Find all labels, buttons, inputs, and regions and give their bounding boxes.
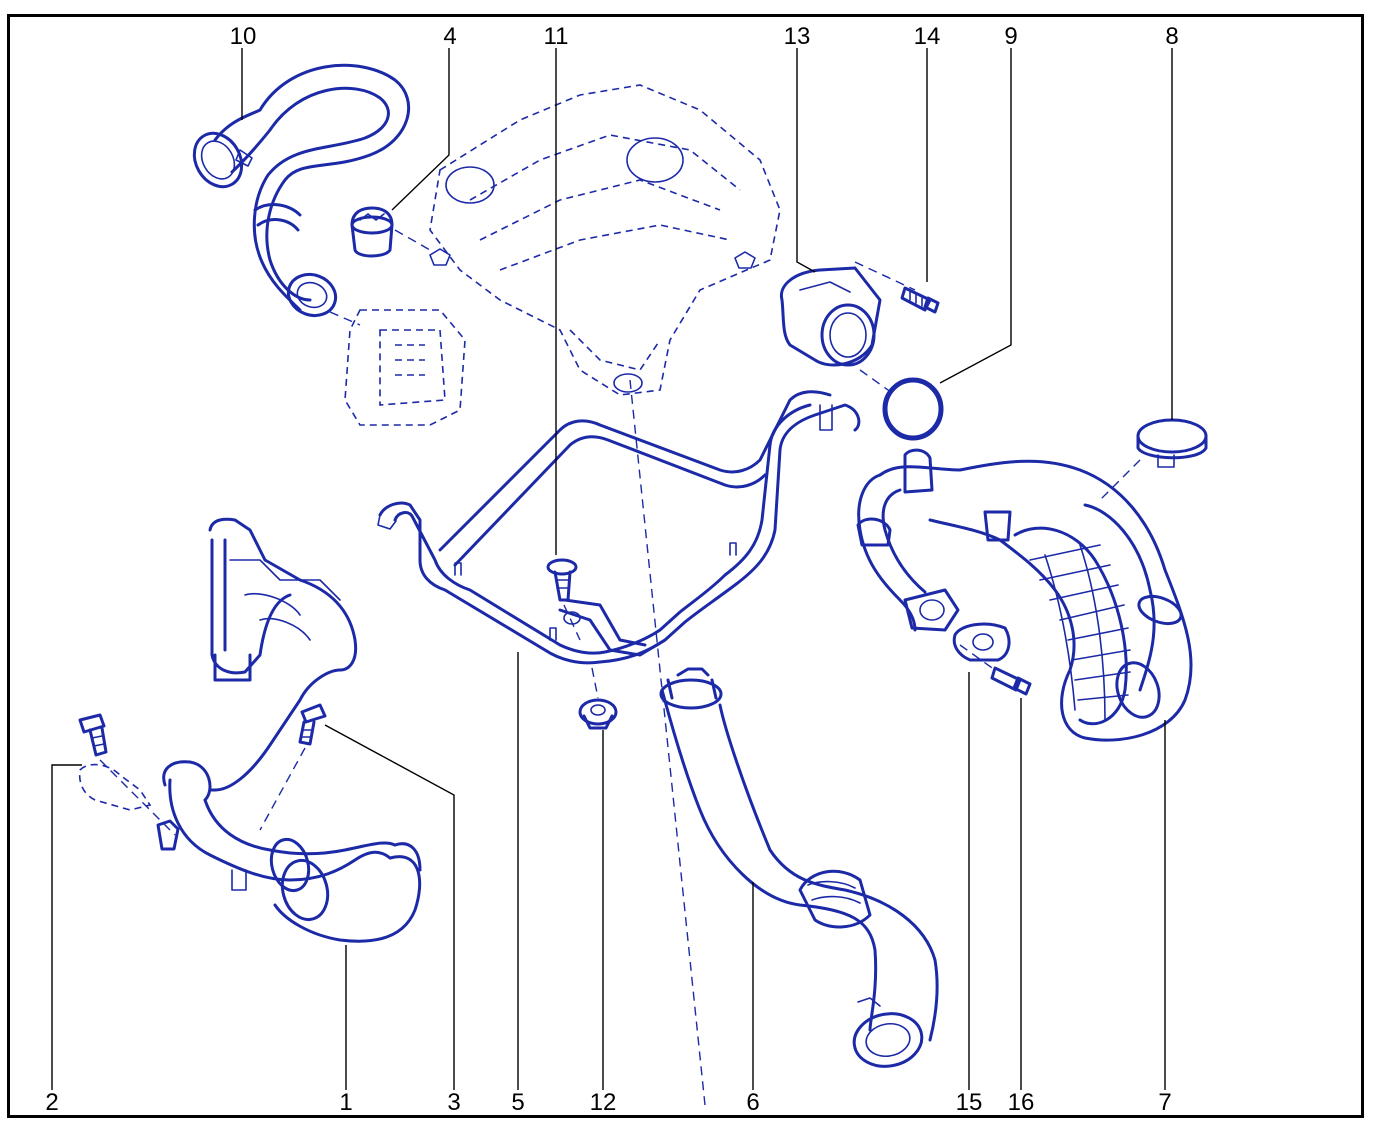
part-12-grommet: [578, 667, 618, 730]
part-1-intake-hose: [78, 517, 422, 943]
part-11-screw: [546, 558, 581, 641]
leader-3: [324, 724, 455, 1090]
callout-15: 15: [956, 1089, 983, 1116]
leader-lines: [51, 48, 1173, 1090]
leader-9: [939, 48, 1012, 384]
callout-12: 12: [590, 1089, 617, 1116]
callout-8: 8: [1165, 23, 1178, 50]
part-9-o-ring: [882, 377, 944, 441]
part-3-bolt: [259, 703, 327, 831]
callout-6: 6: [746, 1089, 759, 1116]
part-15-gasket: [952, 622, 1011, 662]
part-8-clamp: [1099, 418, 1208, 501]
part-7-charge-hose: [856, 448, 1193, 742]
part-6-charge-pipe: [659, 667, 939, 1068]
callout-13: 13: [784, 23, 811, 50]
leader-13: [796, 48, 816, 273]
callout-14: 14: [914, 23, 941, 50]
part-14-bolt: [900, 286, 940, 314]
callout-9: 9: [1004, 23, 1017, 50]
leader-2: [51, 764, 82, 1090]
part-4-cap: [350, 206, 431, 258]
part-2-bolt: [78, 713, 176, 836]
callout-numbers: 10 4 11 13 14 9 8 2 1 3 5 12 6 15 16 7: [45, 23, 1178, 1116]
callout-5: 5: [511, 1089, 524, 1116]
throttle-body-outline: [329, 309, 466, 426]
callout-16: 16: [1008, 1089, 1035, 1116]
diagram-frame: [7, 14, 1364, 1118]
engine-block-outline: [429, 84, 781, 396]
callout-11: 11: [544, 23, 569, 50]
callout-2: 2: [45, 1089, 58, 1116]
leader-4: [391, 48, 450, 211]
callout-3: 3: [447, 1089, 460, 1116]
part-16-bolt: [959, 644, 1032, 696]
part-10-upper-hose: [192, 63, 411, 318]
part-13-air-meter: [779, 261, 916, 396]
callout-4: 4: [443, 23, 456, 50]
callout-10: 10: [230, 23, 257, 50]
part-5-support-frame: [377, 379, 861, 1106]
callout-7: 7: [1158, 1089, 1171, 1116]
callout-1: 1: [339, 1089, 352, 1116]
